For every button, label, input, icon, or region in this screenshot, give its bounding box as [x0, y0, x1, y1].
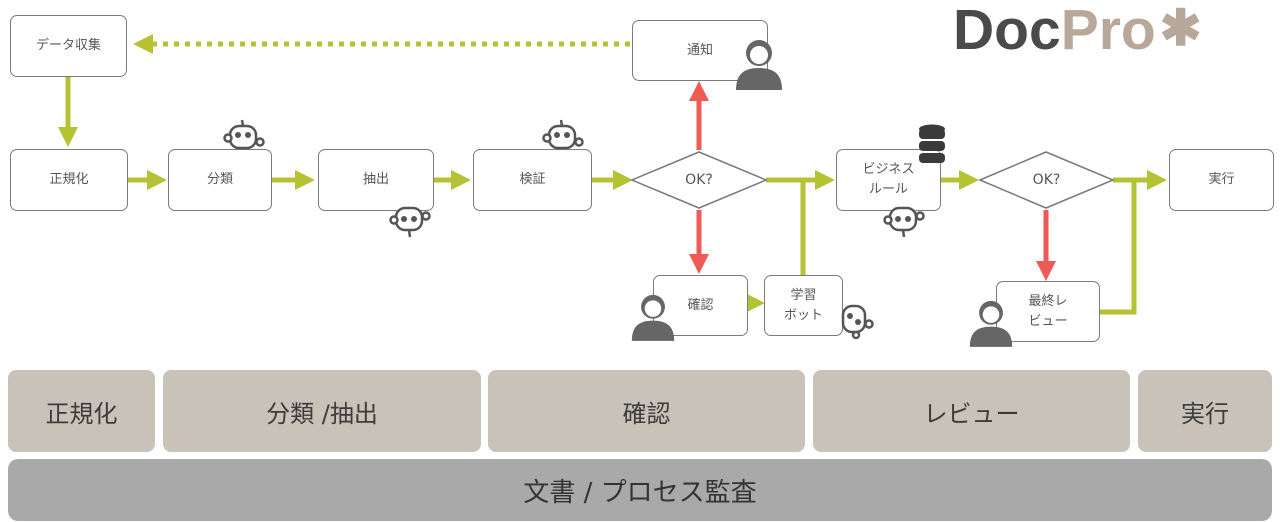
- decision-diamond-2: [978, 151, 1115, 209]
- stage-execution: 実行: [1138, 370, 1272, 452]
- logo-asterisk-icon: ✱: [1159, 0, 1202, 56]
- decision-diamond-1: [630, 151, 768, 209]
- node-learning-bot: 学習 ボット: [764, 275, 843, 336]
- robot-icon: [223, 119, 265, 150]
- decision-label-2: OK?: [1032, 172, 1061, 188]
- stage-confirmation: 確認: [488, 370, 805, 452]
- node-extraction: 抽出: [318, 149, 434, 211]
- node-final-review: 最終レ ビュー: [996, 281, 1100, 342]
- document-process-audit-bar: 文書 / プロセス監査: [8, 459, 1272, 521]
- stage-review: レビュー: [813, 370, 1130, 452]
- stage-normalization: 正規化: [8, 370, 155, 452]
- person-icon: [631, 294, 675, 341]
- person-icon: [736, 40, 782, 90]
- robot-icon: [542, 119, 584, 150]
- node-execution: 実行: [1169, 149, 1274, 211]
- node-validation: 検証: [473, 149, 592, 211]
- decision-label-1: OK?: [685, 172, 713, 188]
- node-data-collection: データ収集: [10, 15, 127, 77]
- logo-pro-text: Pro: [1060, 0, 1156, 62]
- docpro-logo: DocPro✱: [953, 0, 1202, 60]
- stage-classification-extraction: 分類 /抽出: [163, 370, 481, 452]
- node-normalization: 正規化: [10, 149, 128, 211]
- node-business-rules: ビジネス ルール: [836, 149, 941, 211]
- robot-icon: [841, 304, 874, 340]
- person-icon: [969, 300, 1013, 347]
- node-classification: 分類: [168, 149, 272, 211]
- robot-icon: [389, 206, 431, 238]
- robot-icon: [883, 206, 925, 238]
- logo-doc-text: Doc: [953, 0, 1061, 62]
- database-icon: [919, 124, 945, 163]
